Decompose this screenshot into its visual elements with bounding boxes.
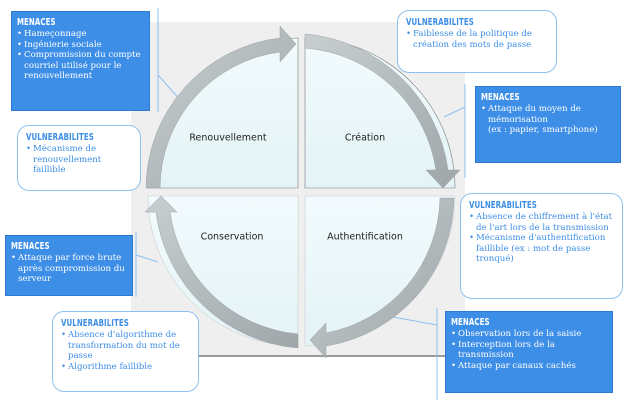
box-title: VULNERABILITES	[469, 200, 537, 211]
list-item: Algorithme faillible	[61, 362, 190, 372]
vulnerabilites-creation-box: VULNERABILITES Faiblesse de la politique…	[397, 10, 557, 73]
list-item: Attaque par force brute après compromiss…	[11, 253, 126, 284]
quadrant-label-authentification: Authentification	[327, 231, 403, 243]
box-title: MENACES	[481, 92, 520, 103]
vulnerabilites-conservation-box: VULNERABILITES Absence d'algorithme de t…	[52, 311, 199, 392]
menaces-creation-box: MENACES Attaque du moyen de mémorisation…	[475, 86, 621, 163]
box-title: VULNERABILITES	[61, 318, 129, 329]
menaces-authentification-box: MENACES Observation lors de la saisie In…	[445, 311, 613, 393]
list-item: Mécanisme d'authentification faillible (…	[469, 233, 614, 264]
quadrant-label-creation: Création	[344, 132, 386, 144]
list-item: Absence d'algorithme de transformation d…	[61, 330, 190, 361]
list-item: Observation lors de la saisie	[451, 329, 606, 339]
list-item: Ingénierie sociale	[17, 40, 143, 50]
list-item: Faiblesse de la politique de création de…	[406, 29, 548, 50]
box-title: MENACES	[11, 241, 50, 252]
vulnerabilites-renouvellement-box: VULNERABILITES Mécanisme de renouvelleme…	[17, 125, 141, 191]
list-item: Absence de chiffrement à l'état de l'art…	[469, 212, 614, 233]
list-item-continuation: (ex : papier, smartphone)	[488, 125, 598, 136]
menaces-renouvellement-box: MENACES Hameçonnage Ingénierie sociale C…	[11, 11, 150, 111]
list-item: Attaque par canaux cachés	[451, 361, 606, 371]
vulnerabilites-authentification-box: VULNERABILITES Absence de chiffrement à …	[460, 193, 623, 299]
list-item: Interception lors de la transmission	[451, 340, 606, 361]
list-item: Mécanisme de renouvellement faillible	[26, 144, 132, 175]
box-title: VULNERABILITES	[26, 132, 94, 143]
menaces-conservation-box: MENACES Attaque par force brute après co…	[5, 235, 133, 296]
connector-line	[443, 106, 466, 118]
box-title: MENACES	[17, 17, 56, 28]
connector-line	[135, 254, 159, 263]
arrow-renouvellement-to-creation	[145, 25, 297, 189]
connector-line	[392, 316, 438, 326]
list-item: Attaque du moyen de mémorisation	[481, 104, 614, 125]
arrow-authentification-to-conservation	[309, 197, 455, 359]
list-item: Hameçonnage	[17, 29, 143, 39]
quadrant-label-conservation: Conservation	[200, 231, 264, 243]
box-title: MENACES	[451, 317, 490, 328]
list-item: Compromission du compte courriel utilisé…	[17, 50, 143, 81]
quadrant-label-renouvellement: Renouvellement	[189, 132, 267, 144]
box-title: VULNERABILITES	[406, 17, 474, 28]
